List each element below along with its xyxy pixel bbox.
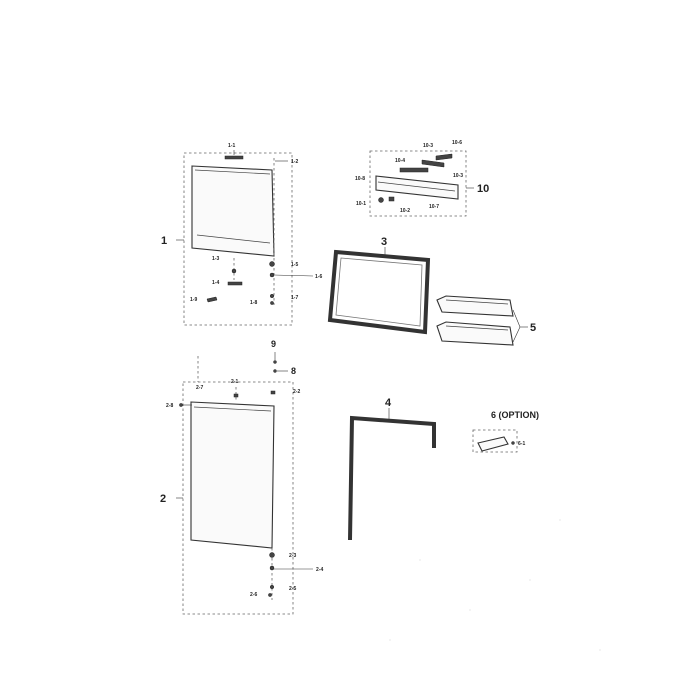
label-guard-5: 5 [530,322,536,334]
lower-door-gasket [348,415,436,541]
part-2-2 [270,390,276,395]
label-10-3-right: 10-3 [453,173,463,179]
label-1-6: 1-6 [315,274,322,280]
label-1-7: 1-7 [291,295,298,301]
label-2-7: 2-7 [196,385,203,391]
upper-door-gasket-inner [335,257,423,327]
gasket-4-group: 4 [348,397,436,541]
lower-door-panel [190,401,275,549]
label-10-3-top: 10-3 [423,143,433,149]
part-2-6 [268,593,272,597]
upper-door-gasket [327,249,431,335]
part-2-3 [269,552,275,558]
label-10-4: 10-4 [395,158,405,164]
upper-door-panel [191,165,275,257]
lower-door-edge-line [193,406,272,412]
label-gasket-3: 3 [381,236,387,248]
pin-part-9 [273,360,277,364]
upper-door-edge-lines [194,169,271,244]
part-1-5 [269,261,275,267]
door-assembly-2: 2 2-1 2-2 2-3 2-4 2-5 2-6 2-7 2-8 [160,356,323,615]
label-10-6: 10-6 [452,140,462,146]
label-10-2: 10-2 [400,208,410,214]
part-6-1 [511,441,515,445]
part-1-8 [270,301,274,305]
option-6-boundary [472,429,518,453]
cover-bar-detail [377,181,456,192]
label-cover-10: 10 [477,183,489,195]
part-10-1 [378,197,384,203]
label-1-8: 1-8 [250,300,257,306]
part-1-7 [269,293,275,299]
label-1-4: 1-4 [212,280,219,286]
door-guard-lower [436,321,514,346]
label-2-3: 2-3 [289,553,296,559]
label-10-8: 10-8 [355,176,365,182]
door-2-boundary [182,381,294,615]
guard-5-group: 5 [436,295,536,346]
part-10-3-top [421,159,445,168]
part-2-8 [179,403,183,407]
label-door-2: 2 [160,493,166,505]
option-6-group: 6 (OPTION) 6-1 [472,410,539,453]
label-10-1: 10-1 [356,201,366,207]
part-1-3 [231,268,237,274]
label-1-9: 1-9 [190,297,197,303]
part-2-5 [269,584,275,590]
part-10-2 [388,196,395,202]
label-1-5: 1-5 [291,262,298,268]
label-1-3: 1-3 [212,256,219,262]
door-assembly-1: 1 1-1 1-2 1-3 1-4 1-5 1-6 1-7 1-8 1-9 [161,143,322,326]
cover-assembly-10: 10 10-3 10-6 10-4 10-3 10-8 10-1 10-2 10… [355,140,489,217]
scan-noise [389,519,601,651]
part-1-4 [227,281,243,286]
door-guard-upper [436,295,514,317]
option-part-6 [477,436,509,452]
label-2-8: 2-8 [166,403,173,409]
part-10-6 [435,153,453,161]
label-2-5: 2-5 [289,586,296,592]
label-pin-9: 9 [271,339,276,349]
label-1-2: 1-2 [291,159,298,165]
label-door-1: 1 [161,235,167,247]
gasket-3-group: 3 [327,236,431,335]
part-1-9 [206,296,218,303]
hinge-pin-group: 9 8 [271,339,296,376]
label-option-6: 6 (OPTION) [491,410,539,420]
label-hinge-8: 8 [291,366,296,376]
handle-part-1-1 [224,155,244,160]
label-2-2: 2-2 [293,389,300,395]
part-10-4 [399,167,429,173]
label-10-7: 10-7 [429,204,439,210]
label-1-1: 1-1 [228,143,235,149]
label-6-1: 6-1 [518,441,525,447]
label-2-6: 2-6 [250,592,257,598]
hinge-part-8 [273,369,277,373]
label-2-1: 2-1 [231,379,238,385]
cover-bar [375,175,459,200]
part-2-4 [269,565,275,571]
part-1-6 [269,272,275,278]
label-gasket-4: 4 [385,397,392,409]
label-2-4: 2-4 [316,567,323,573]
part-2-1 [233,393,239,398]
